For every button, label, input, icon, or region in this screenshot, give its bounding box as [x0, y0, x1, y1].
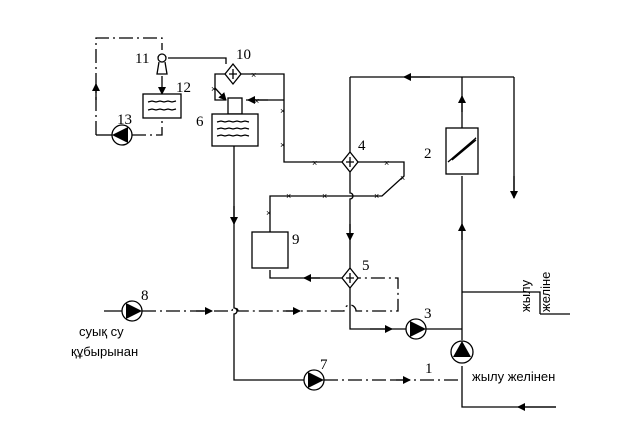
label-1: 1 [425, 361, 433, 377]
label-13: 13 [117, 112, 132, 128]
heat-exchanger-5-cross [346, 273, 354, 283]
cold-water-pipe [142, 277, 399, 312]
from-heat-network-caption: жылу желінен [472, 369, 555, 384]
ejector-11 [156, 53, 168, 75]
tank-12 [142, 93, 182, 119]
tank-12-water-waves [147, 100, 177, 111]
label-12: 12 [176, 80, 191, 96]
ejector11-to-cond10 [168, 57, 227, 64]
captions: суық су құбырынан жылу желінен жылу желі… [71, 272, 555, 384]
heat-exchanger-5 [341, 266, 359, 290]
label-2: 2 [424, 146, 432, 162]
pump-3-impeller [410, 321, 426, 337]
label-5: 5 [362, 258, 370, 274]
tank-6-body [211, 113, 259, 147]
valve-marker: × [286, 191, 291, 201]
heat-exchanger-4-cross [346, 157, 354, 167]
hx5-to-tank9-pipe [269, 270, 342, 279]
label-3: 3 [424, 306, 432, 322]
deaerator-tank-6 [211, 97, 259, 147]
main-piping [346, 73, 570, 411]
hx4-right-pipe [269, 161, 405, 232]
valve-marker: × [211, 84, 216, 94]
pump-8 [121, 300, 143, 322]
valve-marker: × [280, 140, 285, 150]
label-11: 11 [135, 51, 149, 67]
pump-7-impeller [308, 372, 324, 388]
pump-3 [405, 318, 427, 340]
valve-marker: × [266, 208, 271, 218]
cold-water-caption-line1: суық су [79, 324, 124, 339]
to-heat-network-caption-line1: жылу [518, 279, 533, 312]
tank6-drain-pipe [233, 146, 304, 381]
heater-2 [445, 127, 479, 175]
valve-marker: × [251, 70, 256, 80]
cold-water-caption-line2: құбырынан [71, 344, 138, 359]
condenser-10-cross [229, 69, 237, 79]
pump-8-impeller [126, 303, 142, 319]
label-8: 8 [141, 288, 149, 304]
label-7: 7 [320, 357, 328, 373]
label-4: 4 [358, 138, 366, 154]
tank-6-water-waves [216, 120, 250, 137]
valve-marker: × [384, 158, 389, 168]
heat-exchanger-4 [341, 150, 359, 174]
valve-marker: × [400, 173, 405, 183]
tank-6-dome [227, 97, 243, 115]
condenser-10 [224, 62, 242, 86]
valve-marker: × [280, 106, 285, 116]
pump-1-impeller [453, 341, 471, 357]
cond10-left-arrow [214, 87, 227, 101]
label-10: 10 [236, 47, 251, 63]
network-link-pipe [462, 291, 541, 314]
component-labels: 1 2 3 4 5 6 7 8 9 10 11 12 13 [117, 47, 433, 377]
label-9: 9 [292, 232, 300, 248]
drain-line [230, 146, 462, 384]
valve-marker: × [374, 191, 379, 201]
recirculation-loop [92, 37, 227, 136]
ejector-11-nozzle [157, 53, 167, 63]
tank-9 [251, 231, 289, 269]
pump-1 [450, 340, 474, 364]
loop-tank12-to-pump13 [132, 118, 163, 136]
heater-2-coil [447, 137, 477, 163]
pump-7 [303, 369, 325, 391]
pump-13 [111, 124, 133, 146]
label-6: 6 [196, 114, 204, 130]
valve-marker: × [312, 158, 317, 168]
hx4-to-hx5-pipe [349, 168, 354, 270]
cond10-left-loop [214, 73, 226, 101]
valve-markers: × × × × × × × × × × × × [211, 70, 405, 218]
valve-marker: × [254, 96, 259, 106]
valve-marker: × [322, 191, 327, 201]
cond10-right-pipe [240, 73, 342, 163]
pump-13-impeller [112, 127, 128, 143]
ejector-11-diffuser [156, 61, 168, 75]
to-heat-network-caption-line2: желіне [538, 272, 553, 312]
cold-water-line [104, 270, 399, 315]
steam-lines [214, 73, 405, 232]
tank-12-body [142, 93, 182, 119]
